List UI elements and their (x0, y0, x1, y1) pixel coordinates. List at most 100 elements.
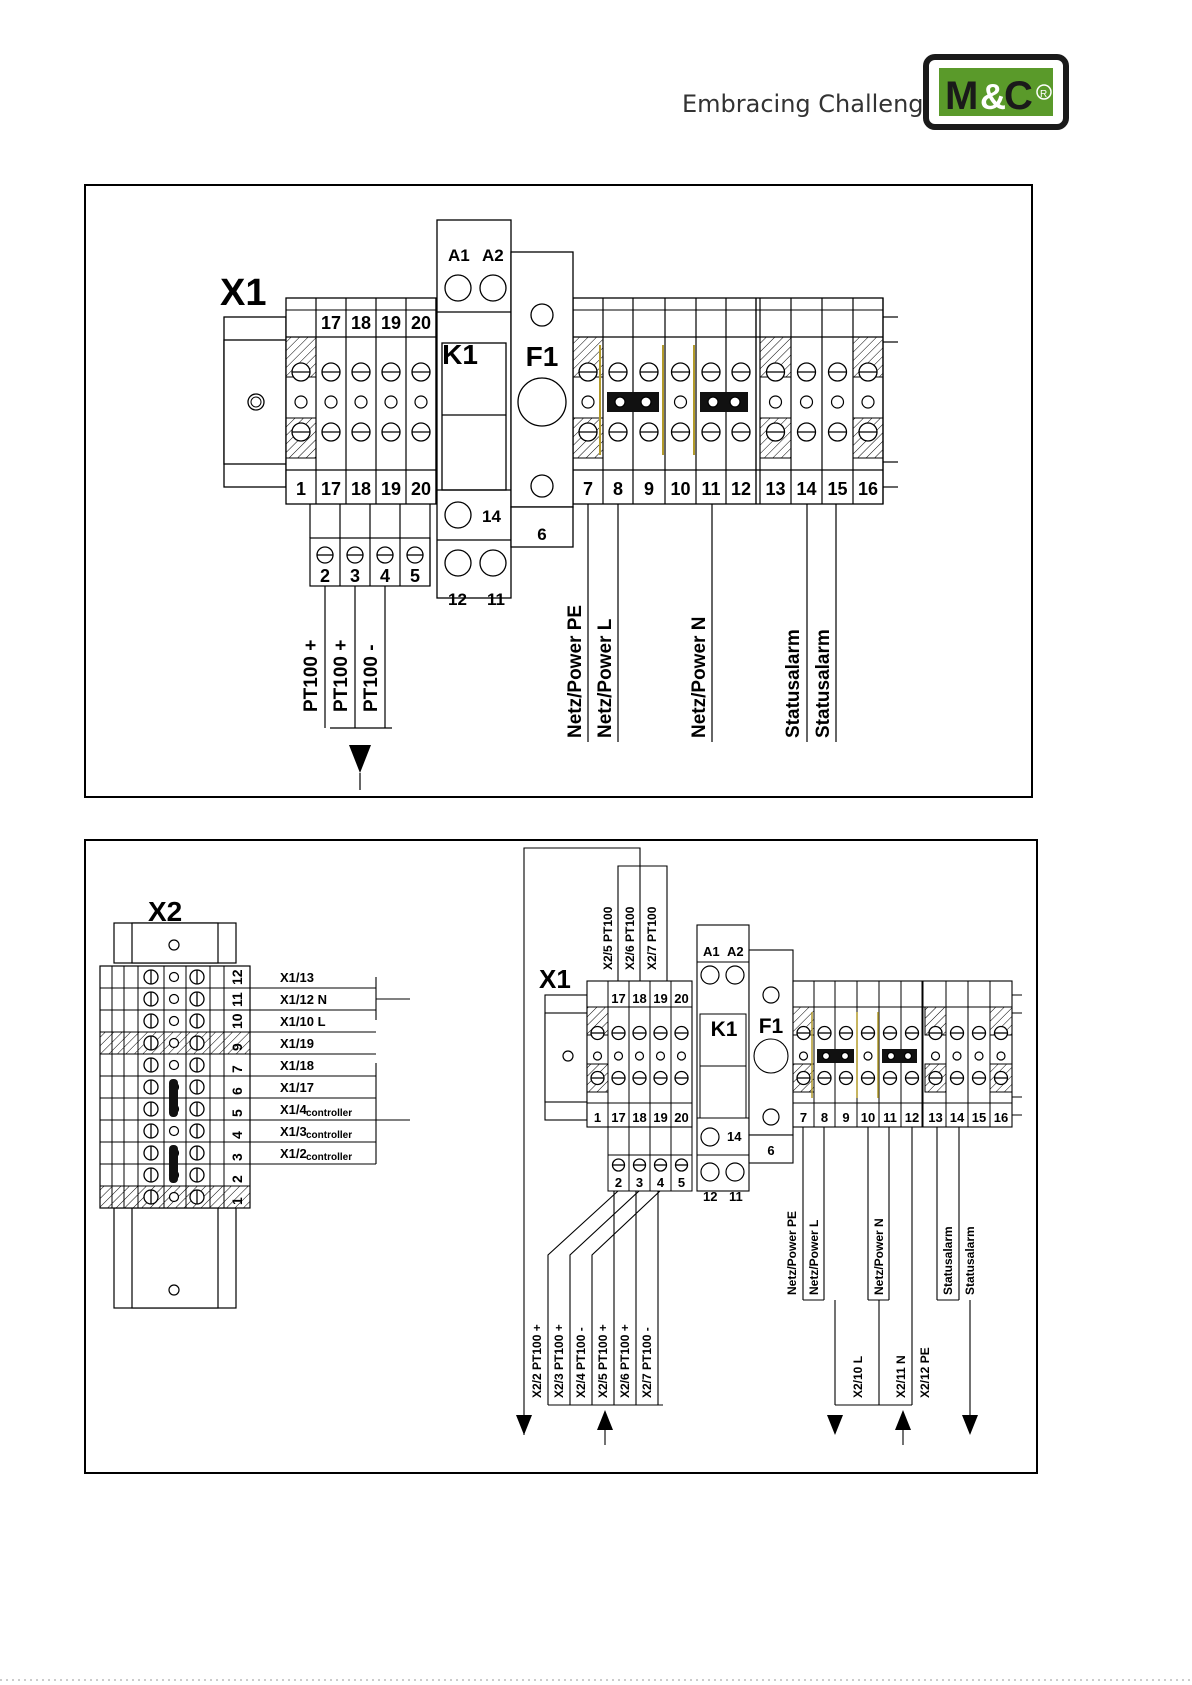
status-label: Statusalarm (783, 629, 804, 738)
sub-terminal-number: 5 (678, 1175, 685, 1190)
terminal-number-lower: 14 (796, 479, 816, 499)
terminal-hole-icon (903, 1051, 913, 1061)
company-logo: M & C R (923, 54, 1069, 130)
fuse-pin: 6 (537, 525, 546, 544)
relay-pin-11: 11 (487, 590, 505, 609)
terminal-column (381, 298, 407, 504)
relay-k1: K1 A1 A2 14 12 11 (436, 219, 512, 609)
terminal-number-upper: 17 (611, 991, 625, 1006)
terminal-hole-icon (324, 395, 338, 409)
svg-text:C: C (1004, 74, 1033, 118)
fuse-label: F1 (526, 341, 559, 372)
x2-terminal-number: 2 (229, 1175, 245, 1183)
relay-pin-a2: A2 (482, 246, 504, 265)
x2-terminal-number: 3 (229, 1153, 245, 1161)
terminal-number-lower: 11 (701, 479, 720, 499)
terminal-hole-icon (414, 395, 428, 409)
sub-terminal-number: 5 (410, 566, 420, 586)
x2-connection-label: X1/3 (280, 1124, 307, 1139)
terminal-number-lower: 15 (827, 479, 847, 499)
x2-connection-label: X1/12 N (280, 992, 327, 1007)
terminal-hole-icon (581, 395, 595, 409)
relay-contact-icon (725, 1162, 745, 1182)
terminal-block-label: X1 (220, 272, 266, 314)
terminal-hole-icon (168, 993, 180, 1005)
terminal-number-upper: 19 (381, 313, 401, 333)
x2-terminal-number: 10 (229, 1013, 245, 1029)
x2-wire-label: X2/10 L (851, 1356, 865, 1398)
relay-pin-11: 11 (729, 1189, 743, 1204)
arrow-down-icon (962, 1415, 978, 1435)
x2-terminal-number: 1 (229, 1197, 245, 1205)
x1-label: X1 (539, 964, 571, 994)
relay-contact-icon (725, 965, 745, 985)
terminal-number-lower: 17 (321, 479, 341, 499)
terminal-hole-icon (384, 395, 398, 409)
terminal-hole-icon (861, 395, 875, 409)
jumper-bridge (700, 392, 748, 412)
relay-pin-a1: A1 (448, 246, 470, 265)
sub-terminal-number: 2 (320, 566, 330, 586)
status-label: Statusalarm (963, 1226, 977, 1295)
pt100-label: PT100 - (361, 644, 382, 712)
terminal-number-lower: 20 (411, 479, 431, 499)
terminal-number-lower: 12 (905, 1110, 919, 1125)
svg-text:&: & (980, 76, 1006, 117)
terminal-number-lower: 10 (670, 479, 690, 499)
x2-terminal-number: 4 (229, 1131, 245, 1139)
terminal-number-lower: 13 (928, 1110, 942, 1125)
terminal-number-upper: 18 (351, 313, 371, 333)
terminal-hole-icon (863, 1051, 873, 1061)
terminal-hole-icon (673, 395, 688, 409)
terminal-column (796, 298, 823, 504)
terminal-number-lower: 16 (994, 1110, 1008, 1125)
terminal-hole-icon (168, 1015, 180, 1027)
terminal-number-lower: 19 (381, 479, 401, 499)
pt100-label: X2/4 PT100 - (574, 1327, 588, 1398)
terminal-hole-icon (168, 1037, 180, 1049)
arrow-up-icon (895, 1410, 911, 1430)
terminal-column (852, 298, 884, 504)
relay-pin-12: 12 (703, 1189, 717, 1204)
terminal-hole-icon (974, 1051, 984, 1061)
arrow-down-icon (349, 745, 371, 773)
relay-label: K1 (442, 339, 478, 370)
terminal-number-upper: 17 (321, 313, 341, 333)
terminal-number-lower: 12 (731, 479, 751, 499)
sub-terminal-number: 3 (636, 1175, 643, 1190)
fuse-pin: 6 (767, 1143, 774, 1158)
terminal-hole-icon (840, 1051, 850, 1061)
pt100-label: X2/7 PT100 - (640, 1327, 654, 1398)
terminal-hole-icon (614, 396, 626, 408)
power-label: Netz/Power N (689, 617, 710, 738)
pt100-label: X2/3 PT100 + (552, 1324, 566, 1398)
top-frame (84, 184, 1033, 798)
terminal-hole-icon (168, 1125, 180, 1137)
pt100-label: X2/2 PT100 + (530, 1324, 544, 1398)
arrow-down-icon (516, 1415, 532, 1435)
wire (591, 1190, 661, 1405)
pt100-label: X2/5 PT100 + (596, 1324, 610, 1398)
power-label: Netz/Power PE (565, 605, 586, 738)
top-wire-label: X2/5 PT100 (601, 906, 615, 970)
terminal-hole-icon (168, 971, 180, 983)
terminal-number-upper: 18 (632, 991, 646, 1006)
relay-contact-icon (700, 1127, 720, 1147)
wire (569, 1190, 640, 1405)
relay-pin-14: 14 (727, 1129, 742, 1144)
pt100-label: PT100 + (331, 640, 352, 712)
x2-label: X2 (148, 896, 182, 927)
x2-connection-note: controller (306, 1152, 352, 1163)
terminal-column (285, 298, 317, 504)
x2-terminal-number: 12 (229, 969, 245, 985)
x2-terminal-number: 6 (229, 1087, 245, 1095)
terminal-hole-icon (634, 1051, 645, 1061)
mounting-hole-icon (562, 1050, 574, 1062)
x2-connection-label: X1/18 (280, 1058, 314, 1073)
terminal-number-lower: 7 (583, 479, 593, 499)
